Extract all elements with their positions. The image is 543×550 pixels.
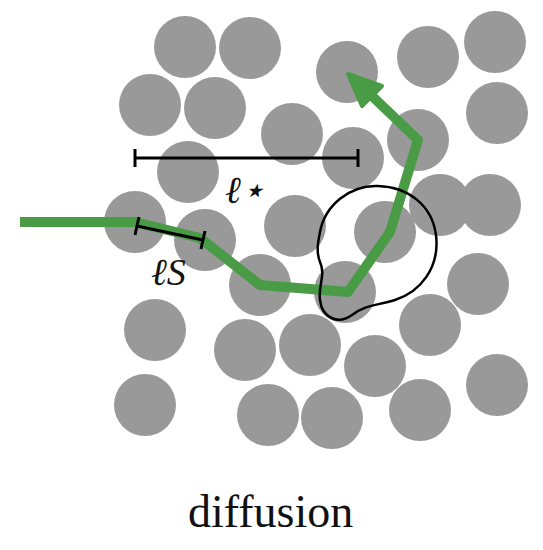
scatterer-particle [279,314,341,376]
scatterer-particle [157,141,219,203]
scatterer-particle [219,17,281,79]
scatterer-particle [466,82,528,144]
light-path [20,96,418,292]
scatterer-particle [399,294,461,356]
scatterer-particle [184,77,246,139]
scatterer-particle [459,174,521,236]
scatterer-particle [214,319,276,381]
scattering-event-outline [318,186,437,320]
path-arrowhead [348,74,382,106]
scatterer-particle [119,74,181,136]
scatterer-particle [301,387,363,449]
scatterer-particle [114,374,176,436]
scatterer-particle [261,103,323,165]
length-label: ℓ⋆ [225,171,265,209]
scatterer-particle [124,299,186,361]
transport-length-bar [135,149,358,167]
scatterer-particle [397,26,459,88]
length-label: ℓS [151,253,186,291]
scatterer-particle [154,16,216,78]
scatterer-particle [344,335,406,397]
scatterer-particle [466,354,528,416]
scatterer-particle [464,11,526,73]
scatterer-particle [389,379,451,441]
scatterer-particle [447,253,509,315]
figure-caption: diffusion [188,489,353,535]
scattering-length-bar [135,217,205,249]
scatterer-particle [237,384,299,446]
